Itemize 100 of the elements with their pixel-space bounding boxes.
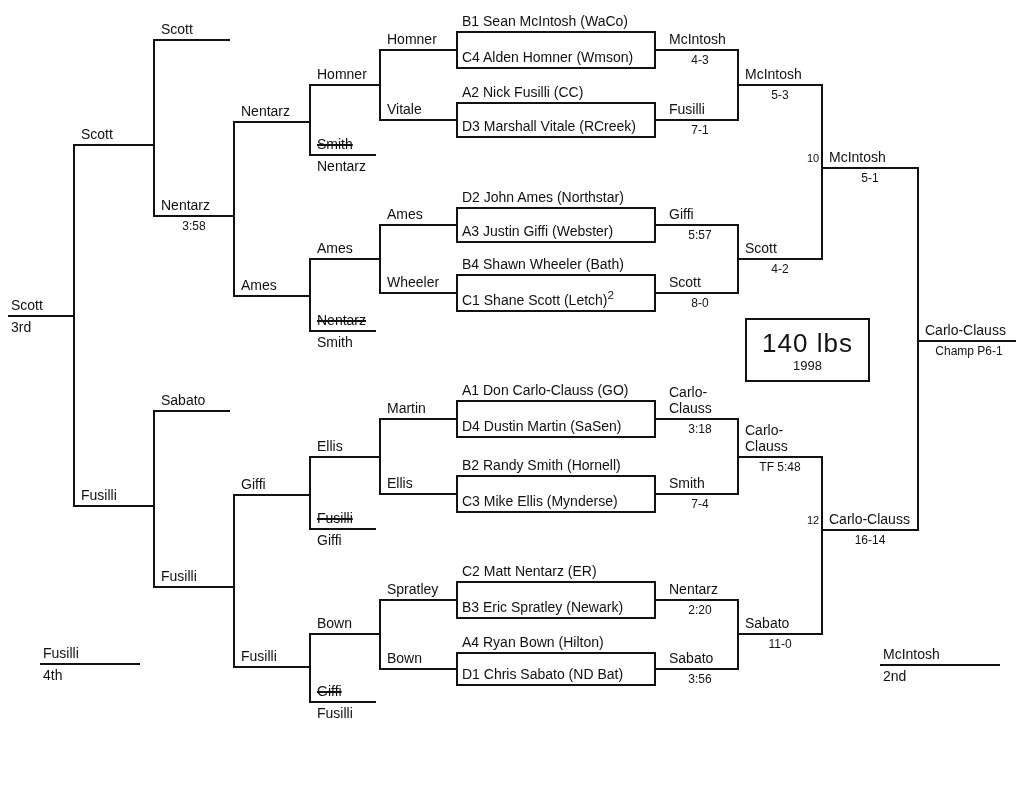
bracket-connector <box>445 224 457 226</box>
bracket-connector <box>445 119 457 121</box>
bracket-connector <box>445 418 457 420</box>
match-score: 3:56 <box>688 672 712 686</box>
bout-box <box>456 13 656 69</box>
wrestler-entry: B1 Sean McIntosh (WaCo) <box>461 13 629 31</box>
wrestler-name: Carlo-Clauss <box>924 322 1007 340</box>
bracket-connector <box>655 599 667 601</box>
wrestler-entry: D3 Marshall Vitale (RCreek) <box>461 118 637 136</box>
struck-name: Giffi <box>316 683 343 701</box>
wrestler-name: Carlo-Clauss <box>828 511 911 529</box>
struck-name: Smith <box>316 136 354 154</box>
struck-name: Fusilli <box>316 510 354 528</box>
wrestler-entry: C1 Shane Scott (Letch)$^{2}$ <box>461 287 615 310</box>
wrestler-name: Giffi <box>240 476 267 494</box>
wrestler-name: Giffi <box>668 206 695 224</box>
wrestler-name: McIntosh <box>828 149 887 167</box>
bracket-connector <box>655 292 667 294</box>
bracket-connector <box>445 49 457 51</box>
bracket-connector <box>445 599 457 601</box>
wrestler-name: McIntosh <box>668 31 727 49</box>
wrestler-name: Fusilli <box>160 568 198 586</box>
match-score: 7-4 <box>691 497 709 511</box>
match-score: Champ P6-1 <box>935 344 1003 358</box>
wrestler-name: Ellis <box>316 438 344 456</box>
match-score: 4-3 <box>691 53 709 67</box>
wrestler-name: Sabato <box>668 650 715 668</box>
wrestler-name: Fusilli <box>80 487 118 505</box>
weight-class-box <box>745 318 870 382</box>
wrestler-name: Carlo- Clauss <box>668 384 713 418</box>
wrestler-name: McIntosh <box>882 646 941 664</box>
match-score: 3:18 <box>688 422 712 436</box>
wrestler-name: Bown <box>386 650 424 668</box>
match-score: 4-2 <box>771 262 789 276</box>
wrestler-name: Bown <box>316 615 354 633</box>
wrestler-name: Ames <box>316 240 354 258</box>
bout-box <box>456 382 656 438</box>
bracket-connector <box>655 668 667 670</box>
bracket-slot <box>158 568 230 588</box>
wrestler-name: Nentarz <box>160 197 212 215</box>
place-label: 3rd <box>10 319 33 335</box>
wrestler-entry: D1 Chris Sabato (ND Bat) <box>461 666 625 684</box>
wrestler-name: Carlo- Clauss <box>744 422 789 456</box>
bracket-connector <box>445 292 457 294</box>
wrestler-entry: C2 Matt Nentarz (ER) <box>461 563 598 581</box>
wrestler-name: Nentarz <box>240 103 292 121</box>
wrestler-name: Ames <box>386 206 424 224</box>
wrestler-name: Scott <box>744 240 778 258</box>
weight-class: 140 lbs <box>762 327 853 358</box>
wrestler-name: Homner <box>316 66 368 84</box>
bracket-connector <box>655 418 667 420</box>
wrestler-entry: A3 Justin Giffi (Webster) <box>461 223 615 241</box>
wrestler-name: Vitale <box>386 101 423 119</box>
wrestler-entry: B3 Eric Spratley (Newark) <box>461 599 625 617</box>
wrestler-name: Nentarz <box>316 158 368 174</box>
wrestler-name: Scott <box>668 274 702 292</box>
match-score: 16-14 <box>854 533 886 547</box>
bout-box <box>456 84 656 138</box>
match-score: 8-0 <box>691 296 709 310</box>
bout-box <box>456 563 656 619</box>
wrestler-entry: C4 Alden Homner (Wmson) <box>461 49 635 67</box>
match-score: 5-1 <box>861 171 879 185</box>
bracket-connector <box>655 224 667 226</box>
wrestler-name: Smith <box>316 334 354 350</box>
wrestler-entry: C3 Mike Ellis (Mynderse) <box>461 493 619 511</box>
wrestler-name: Homner <box>386 31 438 49</box>
wrestler-name: Sabato <box>744 615 791 633</box>
bout-number: 12 <box>807 514 820 527</box>
match-score: TF 5:48 <box>759 460 801 474</box>
bracket-connector <box>445 493 457 495</box>
wrestler-name: Wheeler <box>386 274 441 292</box>
wrestler-name: Scott <box>160 21 194 39</box>
wrestler-name: Fusilli <box>668 101 706 119</box>
bout-number: 10 <box>807 152 820 165</box>
match-score: 2:20 <box>688 603 712 617</box>
wrestler-name: Smith <box>668 475 706 493</box>
wrestler-name: Ames <box>240 277 278 295</box>
wrestler-entry: A1 Don Carlo-Clauss (GO) <box>461 382 630 400</box>
wrestler-name: Sabato <box>160 392 207 410</box>
wrestler-name: Martin <box>386 400 427 418</box>
wrestler-name: Spratley <box>386 581 440 599</box>
wrestler-entry: A2 Nick Fusilli (CC) <box>461 84 585 102</box>
bout-box <box>456 634 656 686</box>
wrestler-entry: B2 Randy Smith (Hornell) <box>461 457 622 475</box>
place-label: 4th <box>42 667 64 683</box>
bracket-connector <box>655 49 667 51</box>
bracket-slot <box>238 648 306 668</box>
bracket-connector <box>655 119 667 121</box>
wrestler-name: Nentarz <box>668 581 720 599</box>
match-score: 7-1 <box>691 123 709 137</box>
match-score: 5-3 <box>771 88 789 102</box>
wrestler-entry: A4 Ryan Bown (Hilton) <box>461 634 605 652</box>
match-score: 5:57 <box>688 228 712 242</box>
wrestler-entry: D2 John Ames (Northstar) <box>461 189 625 207</box>
place-label: 2nd <box>882 668 908 684</box>
wrestler-name: Fusilli <box>316 705 354 721</box>
bout-box <box>456 256 656 312</box>
wrestler-entry: B4 Shawn Wheeler (Bath) <box>461 256 625 274</box>
bracket-slot <box>238 277 306 297</box>
wrestler-entry: D4 Dustin Martin (SaSen) <box>461 418 623 436</box>
